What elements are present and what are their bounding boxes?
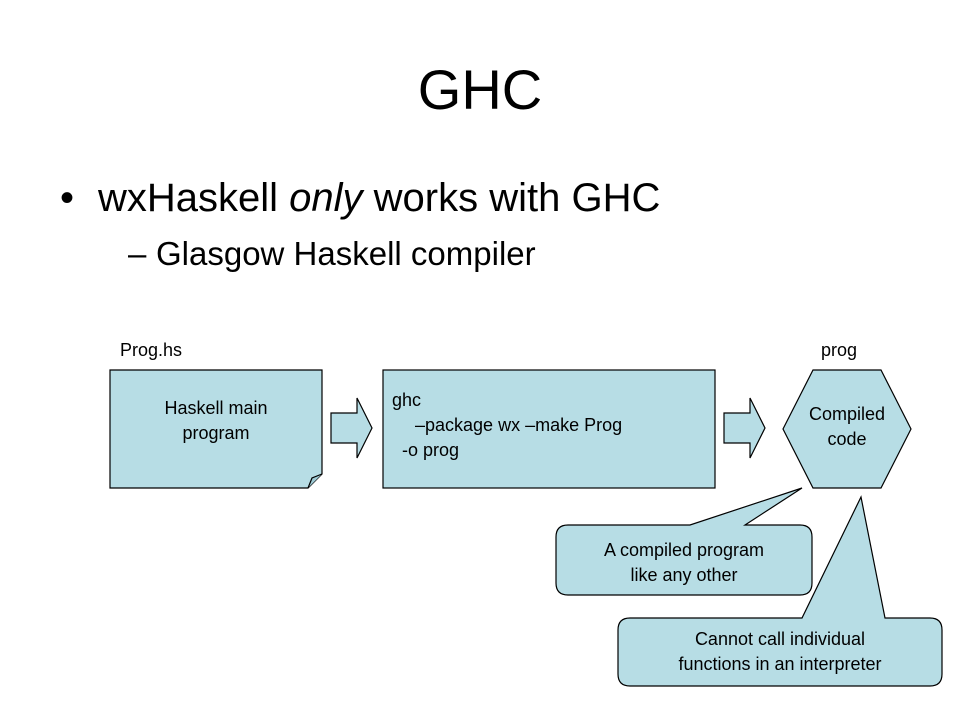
compiled-code-line1: Compiled: [808, 404, 886, 424]
callout2-line1: Cannot call individual: [694, 629, 866, 649]
output-file-label: prog: [821, 340, 858, 360]
compiled-code-hexagon: [782, 369, 912, 489]
source-document-text: Haskell main program: [110, 396, 322, 446]
bullet-dot-icon: •: [60, 176, 75, 220]
callout1-text: A compiled program like any other: [556, 538, 812, 588]
compiler-command-line3: -o prog: [402, 440, 460, 460]
document-fold-corner: [307, 473, 323, 489]
arrow-right-icon: [330, 397, 373, 459]
source-document-line2: program: [182, 423, 250, 443]
bullet-dash-icon: –: [128, 235, 147, 272]
callout2-text: Cannot call individual functions in an i…: [618, 627, 942, 677]
compiled-code-line2: code: [827, 429, 867, 449]
callout-bubble-2: [617, 495, 943, 687]
callout1-line1: A compiled program: [603, 540, 765, 560]
bullet1-text-after: works with GHC: [362, 176, 661, 220]
compiler-command-line1: ghc: [392, 390, 422, 410]
bullet-level-2: –Glasgow Haskell compiler: [128, 232, 536, 276]
bullet2-text: Glasgow Haskell compiler: [156, 235, 536, 272]
callout2-line2: functions in an interpreter: [678, 654, 882, 674]
compiled-code-text: Compiled code: [783, 402, 911, 452]
source-document-line1: Haskell main: [164, 398, 268, 418]
callout-bubble-1: [555, 487, 813, 596]
slide-title: GHC: [417, 58, 543, 121]
callout1-line2: like any other: [630, 565, 738, 585]
bullet1-text-before: wxHaskell: [98, 176, 290, 220]
compiler-command-line2: –package wx –make Prog: [415, 415, 623, 435]
bullet1-emphasis: only: [289, 176, 363, 220]
arrow-right-icon: [723, 397, 766, 459]
compiler-command-box: [382, 369, 716, 489]
compiler-command-text: ghc –package wx –make Prog -o prog: [392, 388, 622, 463]
bullet-level-1: • wxHaskell only works with GHC: [60, 172, 660, 224]
source-file-label: Prog.hs: [120, 340, 183, 360]
